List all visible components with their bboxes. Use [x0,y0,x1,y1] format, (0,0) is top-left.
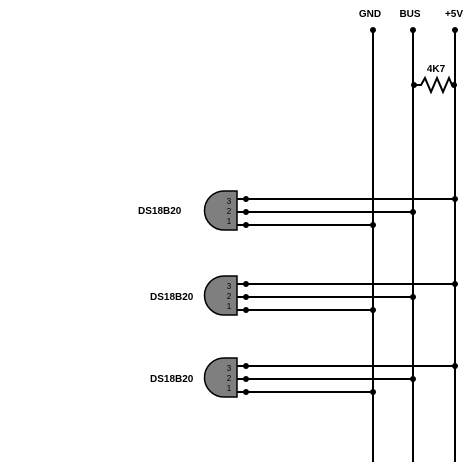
sensor-2-pin2-label: 2 [227,292,232,301]
sensor-2-body [203,275,238,316]
resistor-bus-junction [411,82,417,88]
vcc-rail-label: +5V [445,9,463,20]
bus-rail-label: BUS [399,9,420,20]
sensor-2-label: DS18B20 [150,292,194,303]
resistor-vcc-junction [451,82,457,88]
sensor-2-pin3-label: 3 [227,282,232,291]
pullup-resistor: 4K7 [411,64,457,95]
sensor-2: DS18B20 3 2 1 [150,275,458,316]
sensor-1-pin3-label: 3 [227,197,232,206]
sensor-3-label: DS18B20 [150,374,194,385]
gnd-rail-label: GND [359,9,381,20]
resistor-value-label: 4K7 [427,64,446,75]
sensor-3-pin3-label: 3 [227,364,232,373]
sensor-2-pin1-label: 1 [227,302,232,311]
bus-rail-terminal [410,27,416,33]
sensor-1-body [203,190,238,231]
sensor-3-body [203,357,238,398]
sensor-3-pin2-label: 2 [227,374,232,383]
vcc-rail-terminal [452,27,458,33]
sensor-3: DS18B20 3 2 1 [150,357,458,398]
sensor-1-label: DS18B20 [138,206,182,217]
gnd-rail-terminal [370,27,376,33]
sensor-1: DS18B20 3 2 1 [138,190,458,231]
sensor-1-pin1-label: 1 [227,217,232,226]
sensor-1-pin2-label: 2 [227,207,232,216]
sensor-3-pin1-label: 1 [227,384,232,393]
